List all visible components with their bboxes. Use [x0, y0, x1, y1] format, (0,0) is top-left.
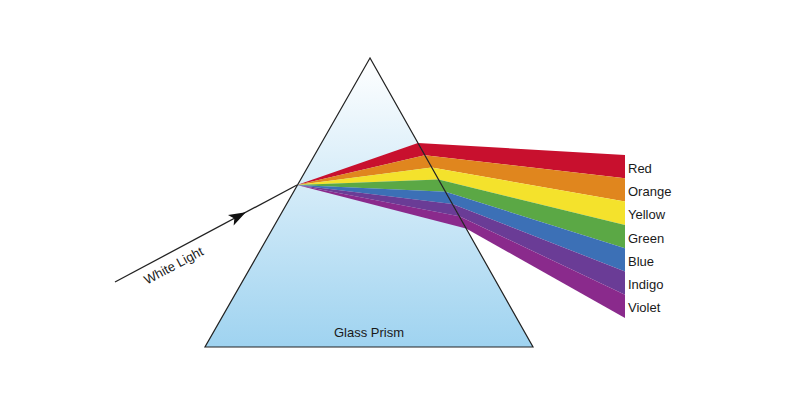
color-name: Indigo — [628, 277, 663, 292]
prism-border — [205, 58, 533, 347]
color-label: Red — [628, 161, 652, 176]
prism-fill — [205, 58, 533, 347]
color-name: Orange — [628, 184, 671, 199]
color-label: Blue — [628, 254, 654, 269]
prism-outline — [205, 58, 533, 347]
ray-label: White Light — [142, 243, 206, 287]
color-name: Red — [628, 161, 652, 176]
color-name: Yellow — [628, 207, 665, 222]
color-label: Orange — [628, 184, 671, 199]
color-label: Violet — [628, 300, 660, 315]
color-name: Blue — [628, 254, 654, 269]
dispersed-light — [297, 185, 466, 228]
ray-label-text: White Light — [142, 243, 206, 287]
prism-label: Glass Prism — [334, 325, 404, 347]
color-name: Violet — [628, 300, 660, 315]
color-label: Yellow — [628, 207, 665, 222]
color-label: Indigo — [628, 277, 663, 292]
arrow-head — [228, 207, 249, 226]
color-label: Green — [628, 231, 664, 246]
glass-prism: Glass Prism — [205, 58, 533, 347]
color-name: Green — [628, 231, 664, 246]
